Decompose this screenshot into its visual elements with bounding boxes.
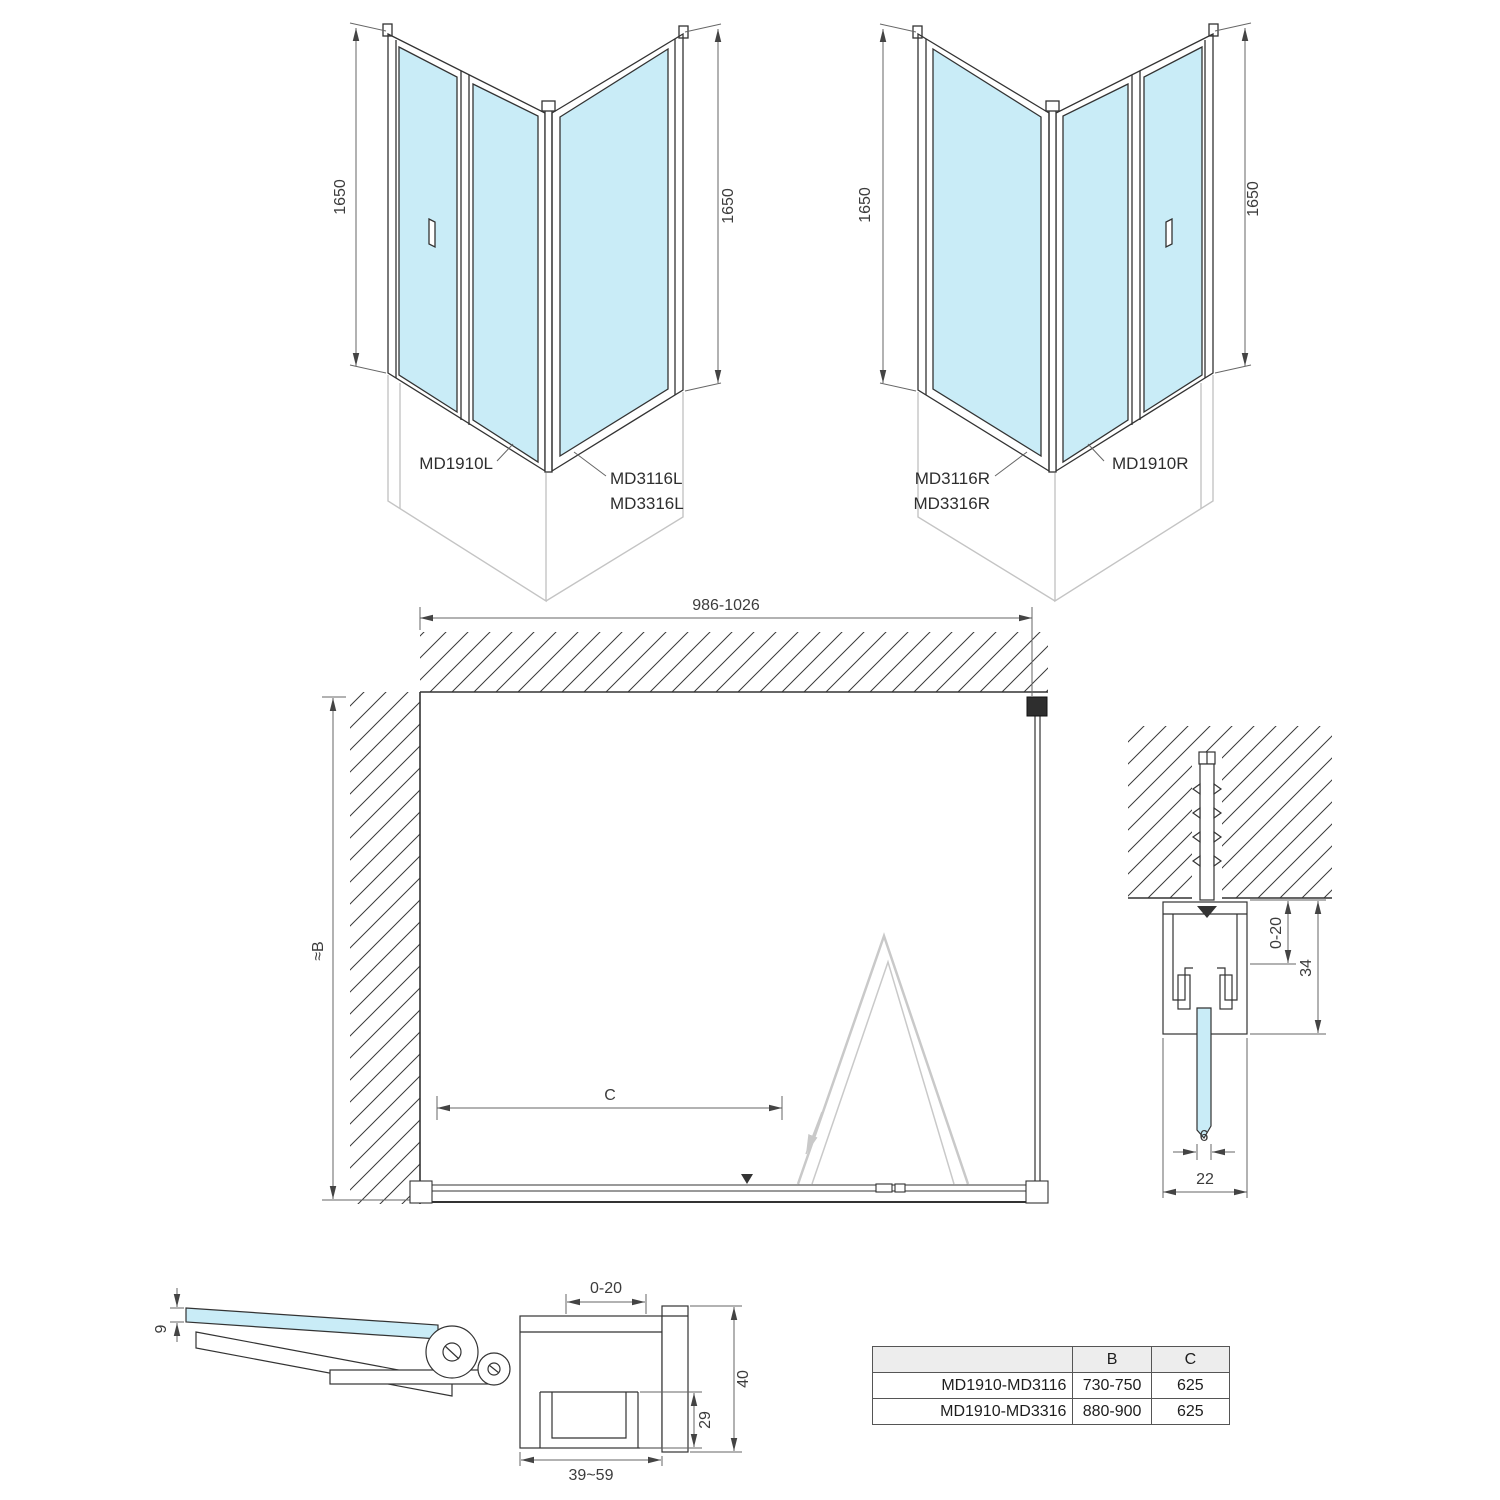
- height-dimension: [322, 696, 412, 1201]
- dim-text-1650: 1650: [720, 188, 737, 224]
- profile-body: [519, 1315, 663, 1449]
- side-panel-frame: [551, 32, 684, 473]
- table-cell-b: 880-900: [1072, 1398, 1152, 1425]
- hinge-second-panel: [195, 1331, 453, 1397]
- dim-text-0-20: 0-20: [1268, 917, 1285, 949]
- door-glass-pane-2: [472, 82, 539, 464]
- dim-text-29: 29: [697, 1411, 714, 1429]
- table-row: MD1910-MD3116 730-750 625: [871, 1372, 1231, 1399]
- center-marker: [741, 1174, 753, 1184]
- dim-text-width: 986-1026: [692, 597, 760, 614]
- dim-text-9: 9: [153, 1324, 170, 1333]
- pivot2-screw-slot: [488, 1364, 500, 1374]
- dim-text-c: C: [604, 1087, 616, 1104]
- dim-text-39-59: 39~59: [569, 1467, 614, 1484]
- hinge-detail-dims: [170, 1288, 742, 1466]
- table-row: MD1910-MD3316 880-900 625: [871, 1398, 1231, 1425]
- iso-dimension-lines: [349, 22, 722, 392]
- wall-profile-cap: [678, 25, 689, 39]
- left-wall-hatch: [350, 692, 420, 1204]
- dim-text-1650: 1650: [857, 187, 874, 223]
- profile-flange: [661, 1305, 689, 1453]
- wall-mount-detail: 0-20 34 6 22: [1128, 726, 1332, 1198]
- dim-text-6: 6: [1200, 1128, 1209, 1145]
- panel-label-left-2: MD3316L: [610, 494, 684, 513]
- top-wall-hatch: [420, 632, 1048, 692]
- wall-hatch: [1128, 726, 1332, 898]
- label-leader: [573, 451, 607, 477]
- table-cell-c: 625: [1150, 1398, 1231, 1425]
- panel-label-left-1: MD3116L: [610, 469, 682, 488]
- hinge-door-glass: [185, 1307, 439, 1340]
- wall-detail-dims: [1162, 899, 1326, 1198]
- size-table: B C MD1910-MD3116 730-750 625 MD1910-MD3…: [871, 1346, 1231, 1425]
- plan-view: 986-1026 ≈B C: [310, 597, 1049, 1204]
- dim-text-40: 40: [735, 1370, 752, 1388]
- iso-view-geometry: [349, 22, 722, 603]
- shower-tray: [387, 375, 684, 603]
- wall-bracket: [1026, 696, 1048, 717]
- table-header-model: [871, 1346, 1074, 1373]
- table-cell-b: 730-750: [1072, 1372, 1152, 1399]
- dim-text-b: ≈B: [310, 941, 327, 960]
- label-leader: [496, 443, 514, 462]
- corner-post-cap: [541, 100, 556, 112]
- table-cell-c: 625: [1150, 1372, 1231, 1399]
- dim-text-1650: 1650: [1245, 181, 1262, 217]
- table-header-c: C: [1150, 1346, 1231, 1373]
- bottom-track: [409, 1180, 1049, 1204]
- hinge-detail: [170, 1288, 742, 1466]
- anchor-seat: [1197, 906, 1217, 918]
- table-header-b: B: [1072, 1346, 1152, 1373]
- corner-post: [544, 108, 553, 473]
- profile-channel: [539, 1391, 639, 1448]
- dim-text-34: 34: [1298, 959, 1315, 977]
- door-label-left: MD1910L: [419, 454, 493, 473]
- panel-label-right-1: MD3116R: [915, 469, 990, 488]
- side-panel-glass: [559, 47, 669, 458]
- door-handle: [428, 217, 436, 249]
- spec-table: B C MD1910-MD3116 730-750 625 MD1910-MD3…: [871, 1346, 1231, 1425]
- table-cell-model: MD1910-MD3316: [871, 1398, 1074, 1425]
- door-glass-pane-1: [398, 45, 458, 414]
- width-dimension: [419, 607, 1033, 696]
- iso-view-right-geometry: [880, 23, 1251, 601]
- glass-section: [1196, 1007, 1212, 1140]
- table-header-row: B C: [871, 1346, 1231, 1373]
- table-cell-model: MD1910-MD3116: [871, 1372, 1074, 1399]
- door-label-right: MD1910R: [1112, 454, 1189, 473]
- inner-dimension: [436, 1096, 783, 1120]
- dim-text-1650: 1650: [332, 179, 349, 215]
- side-glass-plan: [1034, 716, 1041, 1184]
- panel-label-right-2: MD3316R: [913, 494, 990, 513]
- pivot-screw-slot: [444, 1345, 460, 1360]
- anchor-screw: [1191, 751, 1223, 901]
- open-door-ghost: [796, 932, 970, 1185]
- dim-text-22: 22: [1196, 1171, 1214, 1188]
- dim-text-0-20-hinge: 0-20: [590, 1280, 622, 1297]
